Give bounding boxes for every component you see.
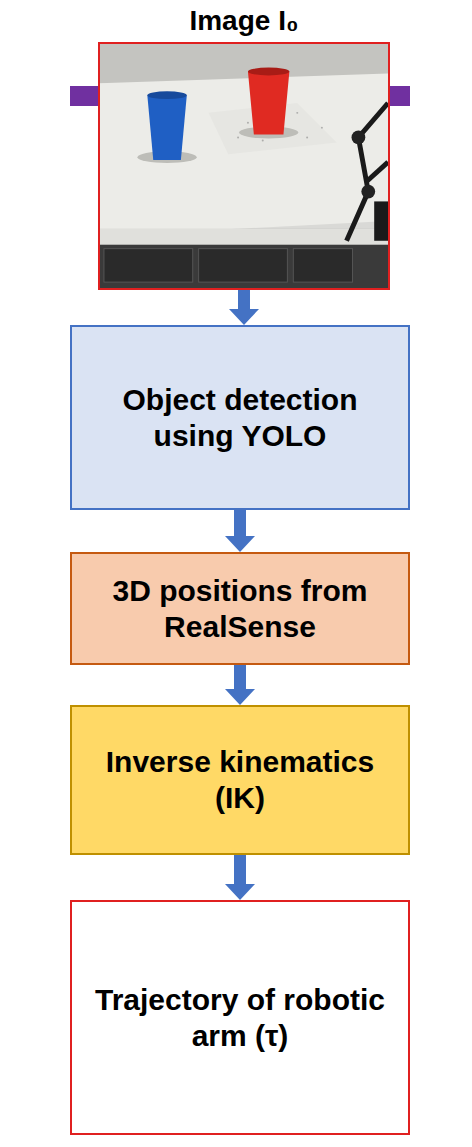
process-box: 3D positions from RealSense [70, 552, 410, 665]
box-label: Object detection using YOLO [72, 382, 408, 454]
photo-illustration [100, 44, 388, 288]
flow-arrow [225, 510, 255, 552]
output-box: Trajectory of robotic arm (τ) [70, 900, 410, 1135]
box-label: Inverse kinematics (IK) [72, 744, 408, 816]
flow-arrow [225, 855, 255, 900]
process-box: Inverse kinematics (IK) [70, 705, 410, 855]
box-label: Trajectory of robotic arm (τ) [72, 982, 408, 1054]
box-label: 3D positions from RealSense [72, 573, 408, 645]
input-image: Image I₀ [98, 42, 390, 290]
image-title: Image I₀ [80, 4, 408, 38]
flow-arrow [229, 290, 259, 325]
process-box: Object detection using YOLO [70, 325, 410, 510]
flow-arrow [225, 665, 255, 705]
